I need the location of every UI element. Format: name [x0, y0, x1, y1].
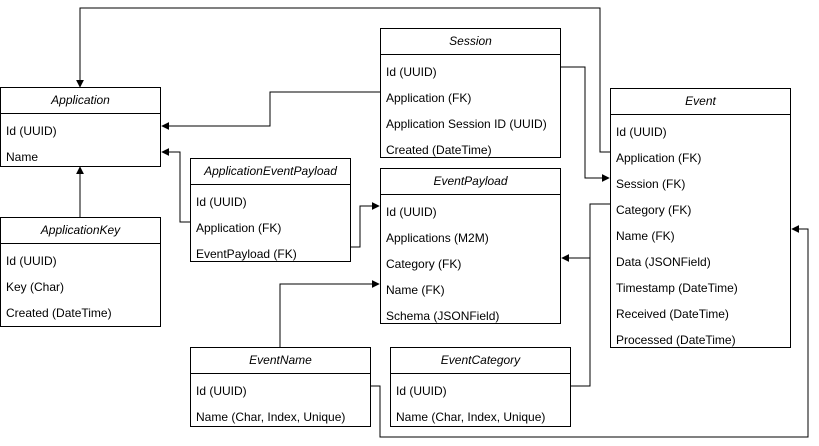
field-eventpayload-schema: Schema (JSONField)	[386, 309, 500, 323]
entity-event-title: Event	[611, 89, 790, 115]
connector-event-session-to-session	[560, 66, 610, 182]
field-eventname-name: Name (Char, Index, Unique)	[196, 410, 346, 424]
field-eventpayload-id: Id (UUID)	[386, 205, 437, 219]
field-event-id: Id (UUID)	[616, 125, 667, 139]
entity-eventcategory-title: EventCategory	[391, 348, 570, 374]
entity-eventpayload[interactable]: EventPayload Id (UUID) Applications (M2M…	[380, 168, 561, 324]
entity-application[interactable]: Application Id (UUID) Name	[0, 87, 161, 167]
field-event-data: Data (JSONField)	[616, 255, 711, 269]
field-eventname-id: Id (UUID)	[196, 384, 247, 398]
field-applicationkey-key: Key (Char)	[6, 280, 65, 294]
field-eventpayload-category: Category (FK)	[386, 257, 462, 271]
connector-event-application-to-application	[76, 7, 610, 153]
entity-event[interactable]: Event Id (UUID) Application (FK) Session…	[610, 88, 791, 348]
entity-session[interactable]: Session Id (UUID) Application (FK) Appli…	[380, 28, 561, 158]
field-eventcategory-id: Id (UUID)	[396, 384, 447, 398]
field-eventpayload-applications: Applications (M2M)	[386, 231, 489, 245]
connector-session-application-to-application	[161, 91, 380, 130]
connector-event-name-to-eventname	[371, 225, 809, 438]
field-eventpayload-name: Name (FK)	[386, 283, 445, 297]
field-appeventpayload-id: Id (UUID)	[196, 195, 247, 209]
connector-appeventpayload-application-to-application	[161, 148, 190, 223]
entity-eventname-title: EventName	[191, 348, 370, 374]
connector-eventpayload-category-to-eventcategory	[561, 203, 610, 387]
field-application-name: Name	[6, 150, 39, 164]
entity-application-title: Application	[1, 88, 160, 114]
field-session-created: Created (DateTime)	[386, 143, 492, 157]
connector-appeventpayload-eventpayload-to-eventpayload	[350, 202, 380, 248]
field-event-name: Name (FK)	[616, 229, 675, 243]
entity-eventpayload-title: EventPayload	[381, 169, 560, 195]
entity-session-title: Session	[381, 29, 560, 55]
entity-applicationkey-title: ApplicationKey	[1, 218, 160, 244]
field-session-app-session-id: Application Session ID (UUID)	[386, 117, 547, 131]
entity-applicationkey[interactable]: ApplicationKey Id (UUID) Key (Char) Crea…	[0, 217, 161, 327]
entity-eventname[interactable]: EventName Id (UUID) Name (Char, Index, U…	[190, 347, 371, 427]
field-event-session: Session (FK)	[616, 177, 686, 191]
connector-eventpayload-name-to-eventname	[279, 280, 380, 347]
field-event-received: Received (DateTime)	[616, 307, 729, 321]
field-appeventpayload-application: Application (FK)	[196, 221, 282, 235]
field-event-processed: Processed (DateTime)	[616, 333, 736, 347]
entity-applicationeventpayload-title: ApplicationEventPayload	[191, 159, 350, 185]
field-applicationkey-created: Created (DateTime)	[6, 306, 112, 320]
entity-eventcategory[interactable]: EventCategory Id (UUID) Name (Char, Inde…	[390, 347, 571, 427]
field-application-id: Id (UUID)	[6, 124, 57, 138]
entity-applicationeventpayload[interactable]: ApplicationEventPayload Id (UUID) Applic…	[190, 158, 351, 262]
field-applicationkey-id: Id (UUID)	[6, 254, 57, 268]
field-session-id: Id (UUID)	[386, 65, 437, 79]
field-event-application: Application (FK)	[616, 151, 702, 165]
field-event-timestamp: Timestamp (DateTime)	[616, 281, 738, 295]
field-appeventpayload-eventpayload: EventPayload (FK)	[196, 247, 297, 261]
field-eventcategory-name: Name (Char, Index, Unique)	[396, 410, 546, 424]
field-session-application: Application (FK)	[386, 91, 472, 105]
field-event-category: Category (FK)	[616, 203, 692, 217]
